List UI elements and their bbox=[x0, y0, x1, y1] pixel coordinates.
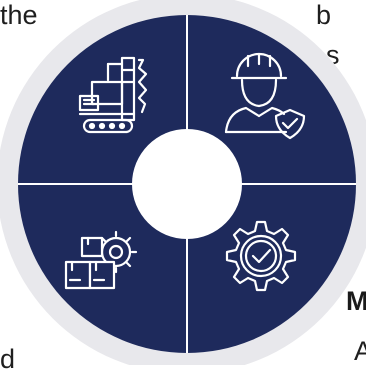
center-circle bbox=[132, 129, 242, 239]
quadrant-top-left bbox=[18, 15, 187, 184]
text-fragment-bottom-right-2: A bbox=[354, 336, 366, 366]
drilling-rig-icon bbox=[78, 56, 148, 134]
quadrant-bottom-right bbox=[187, 184, 356, 353]
worker-safety-icon bbox=[224, 52, 306, 140]
text-fragment-bottom-right-1: M bbox=[346, 286, 366, 316]
text-fragment-top-left: the bbox=[0, 0, 38, 30]
supply-chain-icon bbox=[64, 230, 138, 290]
text-fragment-top-right-1: b bbox=[316, 0, 332, 30]
quality-gear-icon bbox=[225, 220, 297, 292]
quadrant-diagram bbox=[0, 0, 366, 365]
